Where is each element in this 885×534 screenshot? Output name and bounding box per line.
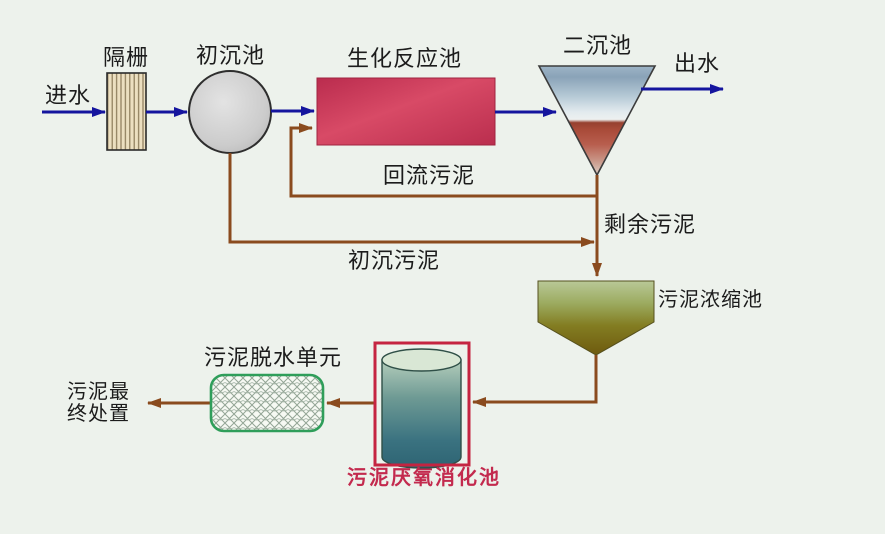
final-disposal-label: 污泥最 终处置 bbox=[67, 381, 130, 425]
dewatering-unit-shape bbox=[209, 373, 325, 433]
excess-sludge-label: 剩余污泥 bbox=[604, 212, 697, 237]
final-disposal-label-line2: 终处置 bbox=[67, 403, 130, 425]
dewatering-unit-label: 污泥脱水单元 bbox=[204, 345, 343, 370]
thickener-label: 污泥浓缩池 bbox=[658, 289, 763, 311]
return-sludge-label: 回流污泥 bbox=[383, 163, 476, 188]
secondary-clarifier-shape bbox=[537, 65, 657, 177]
digester-highlight-box bbox=[373, 341, 471, 467]
bioreactor-label: 生化反应池 bbox=[347, 46, 463, 71]
influent-label: 进水 bbox=[45, 83, 92, 108]
digester-cylinder-shape bbox=[381, 348, 462, 469]
digester-feed-line bbox=[472, 355, 598, 407]
final-disposal-label-line1: 污泥最 bbox=[67, 381, 130, 403]
primary-tank-label: 初沉池 bbox=[196, 43, 266, 68]
effluent-label: 出水 bbox=[674, 51, 721, 76]
primary-sedimentation-tank-shape bbox=[188, 70, 272, 154]
sludge-thickener-shape bbox=[537, 280, 655, 356]
bar-screen-shape bbox=[106, 72, 147, 151]
digester-label: 污泥厌氧消化池 bbox=[347, 467, 501, 489]
primary-sludge-line bbox=[228, 153, 595, 247]
bioreactor-shape bbox=[316, 77, 496, 146]
secondary-tank-label: 二沉池 bbox=[563, 33, 633, 58]
bar-screen-label: 隔栅 bbox=[103, 45, 150, 70]
return-sludge-line bbox=[289, 123, 597, 198]
primary-sludge-label: 初沉污泥 bbox=[348, 248, 441, 273]
